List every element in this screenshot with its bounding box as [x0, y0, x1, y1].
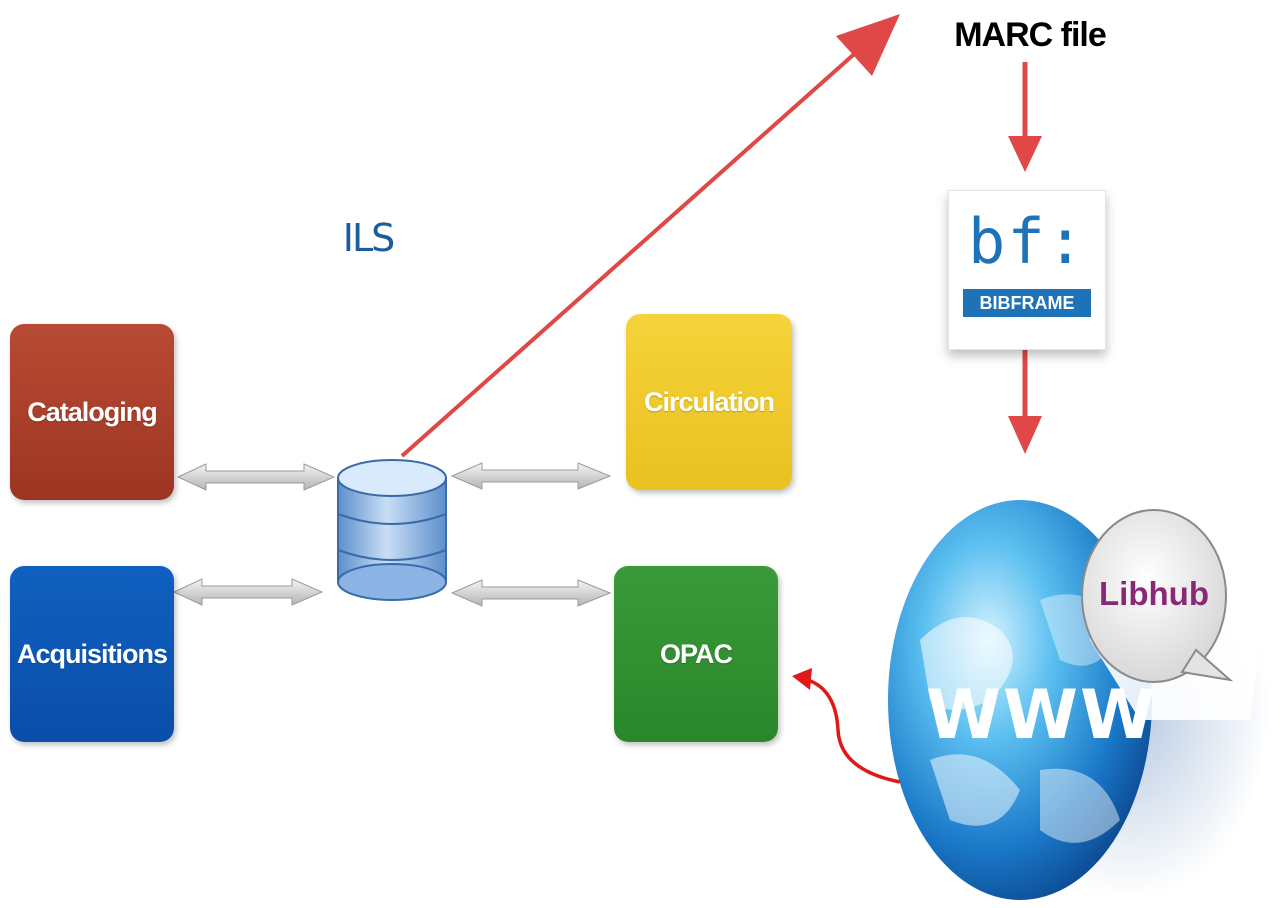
- cataloging-module: Cataloging: [10, 324, 174, 500]
- libhub-label: Libhub: [1099, 575, 1209, 612]
- marc-file-label: MARC file: [954, 16, 1107, 54]
- double-arrow-icon: [172, 578, 324, 606]
- feedback-arrow: [792, 668, 901, 784]
- ils-label: ILS: [342, 216, 396, 260]
- export-arrow: [400, 14, 900, 458]
- speech-bubble-icon: [1081, 509, 1234, 683]
- down-arrow-icon: [1008, 62, 1042, 172]
- opac-module: OPAC: [614, 566, 778, 742]
- circulation-module: Circulation: [626, 314, 792, 490]
- bibframe-band-text: BIBFRAME: [963, 289, 1091, 317]
- double-arrow-icon: [450, 579, 612, 607]
- double-arrow-icon: [450, 462, 612, 490]
- www-label: WWW: [926, 676, 1158, 755]
- acquisitions-module: Acquisitions: [10, 566, 174, 742]
- double-arrow-icon: [176, 463, 336, 491]
- database-icon: [337, 459, 447, 601]
- bibframe-logo-text: bf:: [968, 205, 1086, 278]
- down-arrow-icon: [1008, 350, 1042, 454]
- bibframe-logo: bf: BIBFRAME: [948, 190, 1106, 350]
